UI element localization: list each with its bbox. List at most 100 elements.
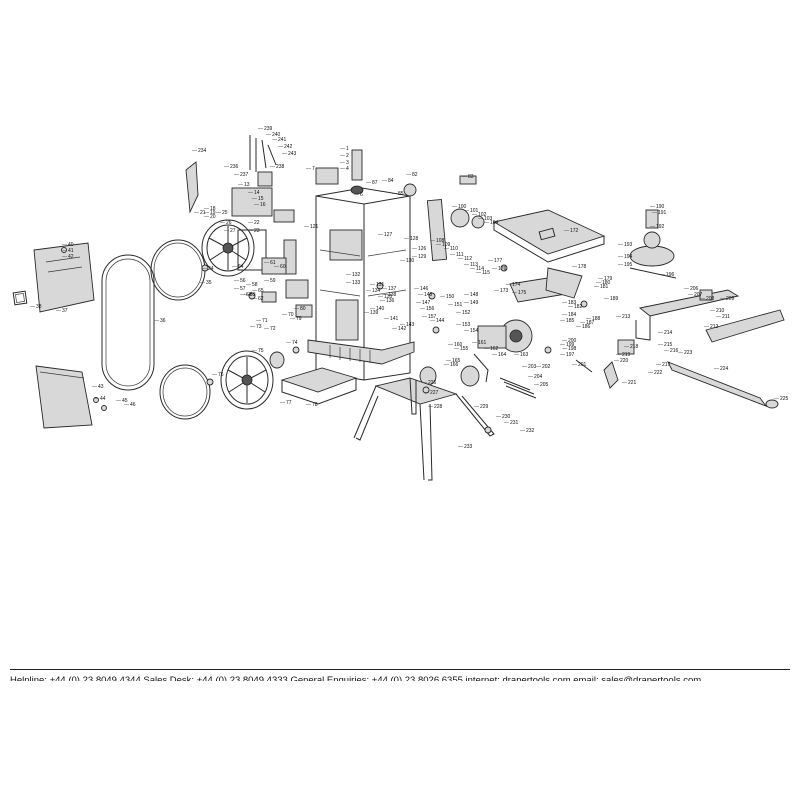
tool-drawer xyxy=(280,367,358,405)
part-number-label: 151 xyxy=(454,302,463,308)
part-number-label: 7 xyxy=(312,166,315,172)
saw-blade-loop xyxy=(101,254,155,391)
part-number-label: 240 xyxy=(272,132,281,138)
motor xyxy=(477,319,533,353)
part-number-label: 110 xyxy=(450,246,458,252)
part-number-label: 77 xyxy=(286,400,292,406)
part-number-label: 62 xyxy=(258,296,264,302)
rip-fence xyxy=(635,289,785,343)
part-number-label: 130 xyxy=(406,258,415,264)
part-number-label: 172 xyxy=(570,228,579,234)
part-number-label: 199 xyxy=(566,342,575,348)
part-number-label: 143 xyxy=(406,322,415,328)
saw-table xyxy=(492,209,606,263)
part-number-label: 108 xyxy=(436,238,445,244)
part-number-label: 215 xyxy=(664,342,673,348)
part-number-label: 56 xyxy=(240,278,246,284)
footer-contact-line: Helpline: +44 (0) 23 8049 4344 Sales Des… xyxy=(10,675,702,681)
part-number-label: 45 xyxy=(122,398,128,404)
part-number-label: 41 xyxy=(68,248,74,254)
part-number-label: 60 xyxy=(280,264,286,270)
part-number-label: 211 xyxy=(722,314,730,320)
part-number-label: 102 xyxy=(478,212,487,218)
hardware xyxy=(61,247,593,434)
part-number-label: 206 xyxy=(690,286,699,292)
part-number-label: 153 xyxy=(462,322,471,328)
part-number-label: 38 xyxy=(36,304,42,310)
part-number-label: 112 xyxy=(464,256,472,262)
part-number-label: 19 xyxy=(210,210,216,216)
part-number-label: 164 xyxy=(498,352,507,358)
part-number-label: 162 xyxy=(490,346,499,352)
part-number-label: 194 xyxy=(624,254,633,260)
part-number-label: 223 xyxy=(684,350,693,356)
part-number-label: 161 xyxy=(478,340,487,346)
part-number-label: 148 xyxy=(470,292,479,298)
part-number-label: 27 xyxy=(230,228,236,234)
part-number-label: 114 xyxy=(476,266,484,272)
part-number-label: 236 xyxy=(230,164,239,170)
part-number-label: 239 xyxy=(264,126,273,132)
part-number-label: 216 xyxy=(670,348,679,354)
part-number-label: 101 xyxy=(470,208,479,214)
part-number-label: 43 xyxy=(98,384,104,390)
part-number-label: 74 xyxy=(292,340,298,346)
part-number-label: 220 xyxy=(620,358,629,364)
part-number-label: 178 xyxy=(578,264,587,270)
part-number-label: 156 xyxy=(426,306,435,312)
part-number-label: 196 xyxy=(666,272,675,278)
part-number-label: 131 xyxy=(376,282,385,288)
part-number-label: 6 xyxy=(360,192,363,198)
part-number-label: 61 xyxy=(270,260,276,266)
part-number-label: 138 xyxy=(388,292,397,298)
part-number-label: 87 xyxy=(372,180,378,186)
part-number-label: 36 xyxy=(160,318,166,324)
part-number-label: 82 xyxy=(412,172,418,178)
guide-post-column xyxy=(315,149,364,195)
part-number-label: 42 xyxy=(68,254,74,260)
part-number-label: 103 xyxy=(484,216,493,222)
lower-tyre xyxy=(159,364,211,420)
part-number-label: 193 xyxy=(624,242,633,248)
part-number-label: 13 xyxy=(244,182,250,188)
tension-parts xyxy=(403,175,485,261)
part-number-label: 157 xyxy=(428,314,437,320)
part-number-label: 1 xyxy=(346,146,349,152)
part-number-label: 147 xyxy=(422,300,431,306)
part-number-label: 113 xyxy=(470,262,478,268)
part-number-label: 183 xyxy=(568,300,577,306)
part-number-label: 144 xyxy=(436,318,445,324)
part-number-label: 35 xyxy=(206,280,212,286)
part-number-label: 174 xyxy=(512,282,521,288)
upper-wheel-cover xyxy=(12,242,95,313)
part-number-label: 23 xyxy=(254,228,260,234)
part-number-label: 155 xyxy=(460,346,469,352)
part-number-label: 210 xyxy=(716,308,725,314)
part-number-label: 219 xyxy=(622,352,631,358)
part-number-label: 243 xyxy=(288,151,297,157)
part-number-label: 226 xyxy=(428,380,437,386)
part-number-label: 191 xyxy=(658,210,667,216)
part-number-label: 160 xyxy=(454,342,463,348)
part-number-label: 204 xyxy=(534,374,543,380)
part-number-label: 22 xyxy=(254,220,260,226)
part-number-label: 128 xyxy=(410,236,419,242)
part-number-label: 79 xyxy=(296,316,302,322)
part-number-label: 141 xyxy=(390,316,399,322)
part-number-label: 186 xyxy=(582,324,591,330)
part-number-label: 37 xyxy=(62,308,68,314)
part-number-label: 15 xyxy=(258,196,264,202)
part-number-label: 177 xyxy=(494,258,503,264)
part-number-label: 70 xyxy=(288,312,294,318)
part-number-label: 129 xyxy=(418,254,427,260)
part-number-label: 18 xyxy=(210,206,216,212)
part-number-label: 175 xyxy=(518,290,527,296)
part-number-label: 190 xyxy=(656,204,665,210)
part-number-label: 180 xyxy=(602,280,611,286)
part-number-label: 228 xyxy=(434,404,443,410)
part-number-label: 208 xyxy=(706,296,715,302)
part-number-label: 72 xyxy=(270,326,276,332)
upper-wheel xyxy=(201,219,255,277)
fence-clamp xyxy=(603,339,635,389)
part-number-label: 14 xyxy=(254,190,260,196)
